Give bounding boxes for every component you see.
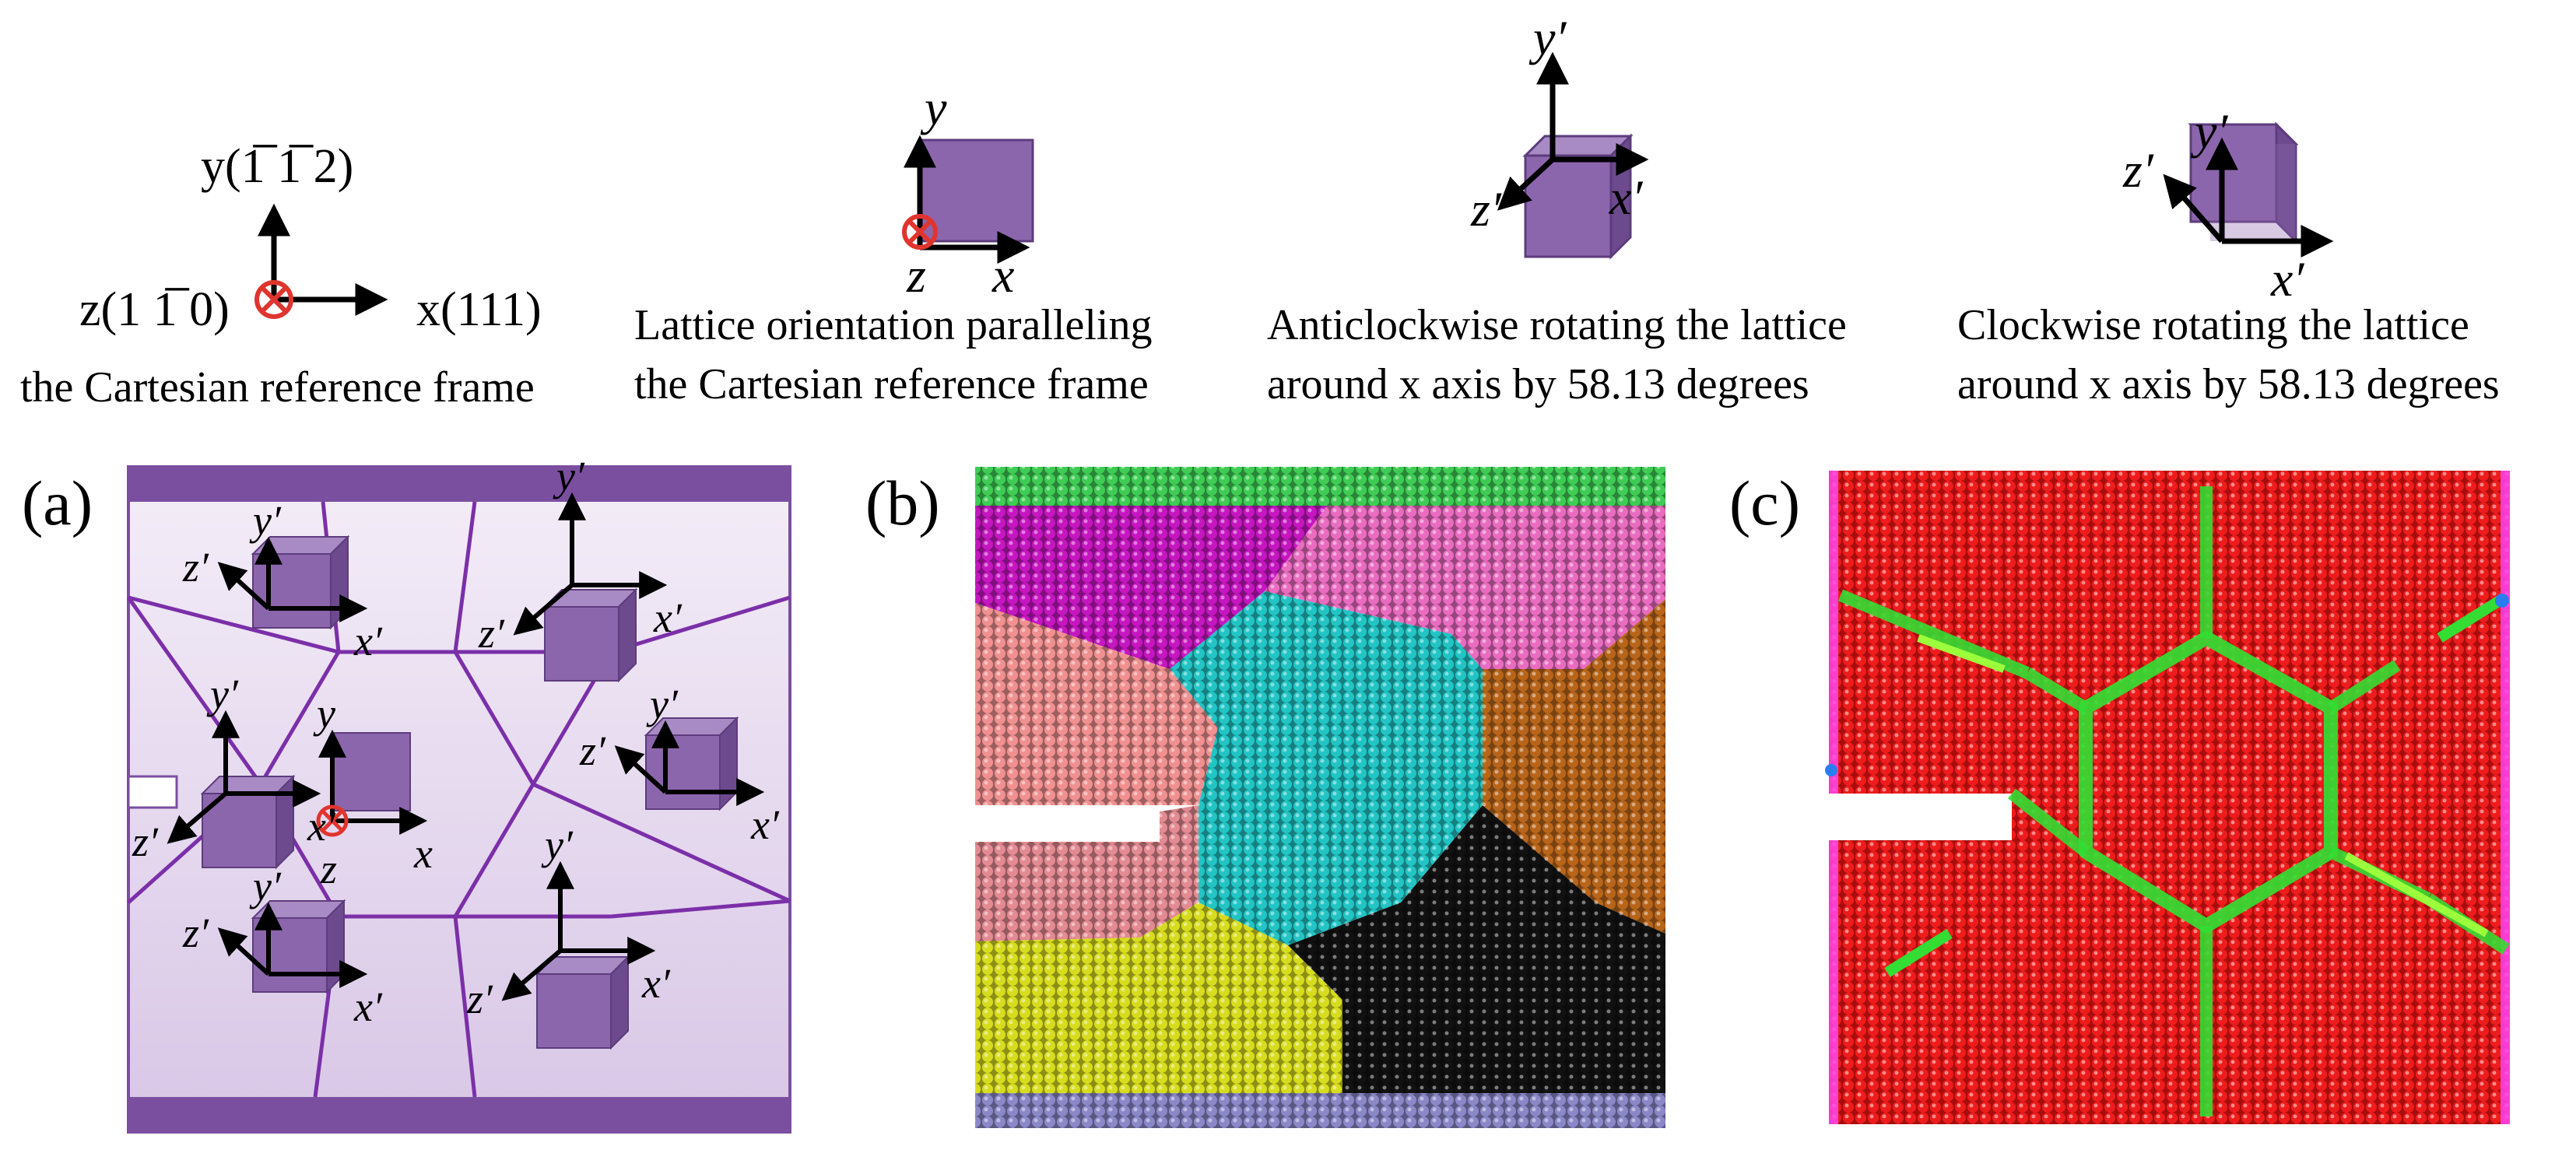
axis-x-label: x′ (307, 803, 336, 850)
reference-frame-axes (254, 203, 388, 319)
grain-center-cyan (1170, 591, 1483, 945)
axis-x: x′ (1609, 170, 1643, 225)
partial-dislocation (2344, 852, 2489, 937)
axis-x: x (991, 247, 1014, 303)
parallel-cube: y x z (902, 80, 1034, 303)
axis-y-label: y′ (249, 497, 282, 544)
partial-dislocation (1917, 634, 2006, 673)
center-cube (332, 732, 411, 811)
into-page-symbol (254, 280, 293, 319)
top-boundary-green (975, 467, 1665, 506)
axis-x-label: x′ (353, 618, 383, 664)
parallel-caption-1: Lattice orientation paralleling (634, 301, 1153, 349)
anticlockwise-cube: y′ x′ z′ (1470, 10, 1649, 260)
axis-z-label: z′ (478, 610, 505, 657)
center-z-label: z (320, 846, 337, 892)
parallel-caption-2: the Cartesian reference frame (634, 360, 1149, 408)
axis-x-label: x′ (653, 594, 683, 641)
crack-notch (969, 805, 1160, 842)
axis-z-label: z′ (182, 544, 209, 591)
grain-boundary-line (128, 595, 339, 654)
grain-boundary-line (453, 916, 477, 1098)
panel-c-label: (c) (1729, 468, 1801, 538)
top-right-cube (542, 587, 638, 683)
blue-atom-cluster (2495, 594, 2509, 608)
y-axis-label: y(1̅ 1̅ 2) (201, 140, 354, 193)
axis-y-label: y (313, 690, 335, 737)
axis-x: x′ (2270, 251, 2304, 307)
grain-boundary-line (610, 899, 791, 919)
right-cube (644, 716, 739, 811)
clockwise-cube: y′ x′ z′ (2122, 103, 2334, 307)
right-axes: y′ x′ z′ (579, 681, 780, 848)
clockwise-caption-2: around x axis by 58.13 degrees (1957, 360, 2500, 408)
axis-z-label: z′ (579, 727, 606, 774)
clockwise-caption-1: Clockwise rotating the lattice (1957, 301, 2469, 349)
bottom-right-cube (535, 955, 630, 1050)
panel-b-label: (b) (865, 468, 940, 538)
stacking-fault-lower-left (1884, 929, 1953, 977)
axis-z-label: z′ (466, 976, 493, 1022)
axis-x-label: x′ (353, 983, 383, 1030)
grain-boundary-segment (2023, 668, 2090, 713)
axis-y-label: y′ (646, 681, 679, 727)
axis-y: y (920, 80, 947, 135)
blue-atom-cluster (1825, 764, 1837, 776)
top-left-axes: y′ x′ z′ (182, 497, 383, 664)
grain-bottom-left-yellow (975, 902, 1342, 1093)
top-boundary-layer (128, 467, 790, 502)
axis-x-label: x (413, 830, 433, 877)
grain-boundary-line (532, 782, 791, 903)
frame-caption: the Cartesian reference frame (20, 363, 535, 412)
grain-boundary-line (453, 501, 477, 653)
left-cube (200, 774, 296, 870)
panel-b-atom-grains (969, 467, 1665, 1128)
axis-z-label: z′ (182, 909, 209, 956)
axis-y-label: y′ (541, 822, 574, 868)
left-axes: y′ x′ z′ (132, 671, 336, 865)
bottom-left-axes: y′ x′ z′ (182, 863, 383, 1030)
bottom-boundary-blue (975, 1093, 1665, 1128)
bottom-boundary-layer (128, 1097, 790, 1132)
center-into-page-symbol (316, 804, 349, 837)
crack-notch (127, 775, 178, 809)
axis-y-label: y′ (249, 863, 282, 909)
panel-c-atom-defects (1817, 471, 2510, 1124)
axis-y: y′ (1528, 10, 1567, 65)
axis-y-label: y′ (206, 671, 239, 717)
panel-a-label: (a) (22, 468, 93, 538)
z-axis-label: z(1 1̅ 0) (79, 283, 230, 336)
x-axis-label: x(111) (416, 283, 542, 336)
axis-z: z (906, 247, 926, 303)
axis-z-label: z′ (132, 818, 159, 865)
axis-y-label: y′ (553, 453, 585, 499)
grain-right-brown (1483, 599, 1665, 934)
stacking-fault-upper-right (2437, 594, 2505, 643)
panel-a-schematic: y x z y′ x′ z′ y′ x′ z′ y′ x′ z′ y′ x′ z′ y′ x′ z′ y′ x′ z′ (126, 453, 791, 1134)
grain-boundary-segment (2008, 788, 2090, 857)
grain-boundary-segment (1837, 589, 2030, 679)
crack-notch (1817, 794, 2012, 840)
grain-top-right-pink (1265, 506, 1665, 669)
axis-z: z′ (1470, 181, 1502, 237)
grain-bottom-right-black (1288, 805, 1665, 1093)
grain-top-left-magenta (975, 506, 1327, 669)
axis-z: z′ (2122, 142, 2154, 198)
grain-left-salmon (975, 603, 1218, 805)
anticlockwise-caption-2: around x axis by 58.13 degrees (1267, 360, 1809, 408)
axis-x-label: x′ (641, 960, 671, 1007)
grain-boundary-segment (2327, 660, 2401, 713)
top-right-axes: y′ x′ z′ (478, 453, 683, 657)
grain-boundary-line (610, 595, 791, 654)
right-edge-atoms (2501, 471, 2510, 1124)
anticlockwise-caption-1: Anticlockwise rotating the lattice (1267, 301, 1847, 349)
axis-x-label: x′ (750, 801, 780, 848)
bottom-right-axes: y′ x′ z′ (466, 822, 671, 1022)
grain-boundary-line (126, 596, 263, 786)
axis-y: y′ (2190, 103, 2228, 159)
